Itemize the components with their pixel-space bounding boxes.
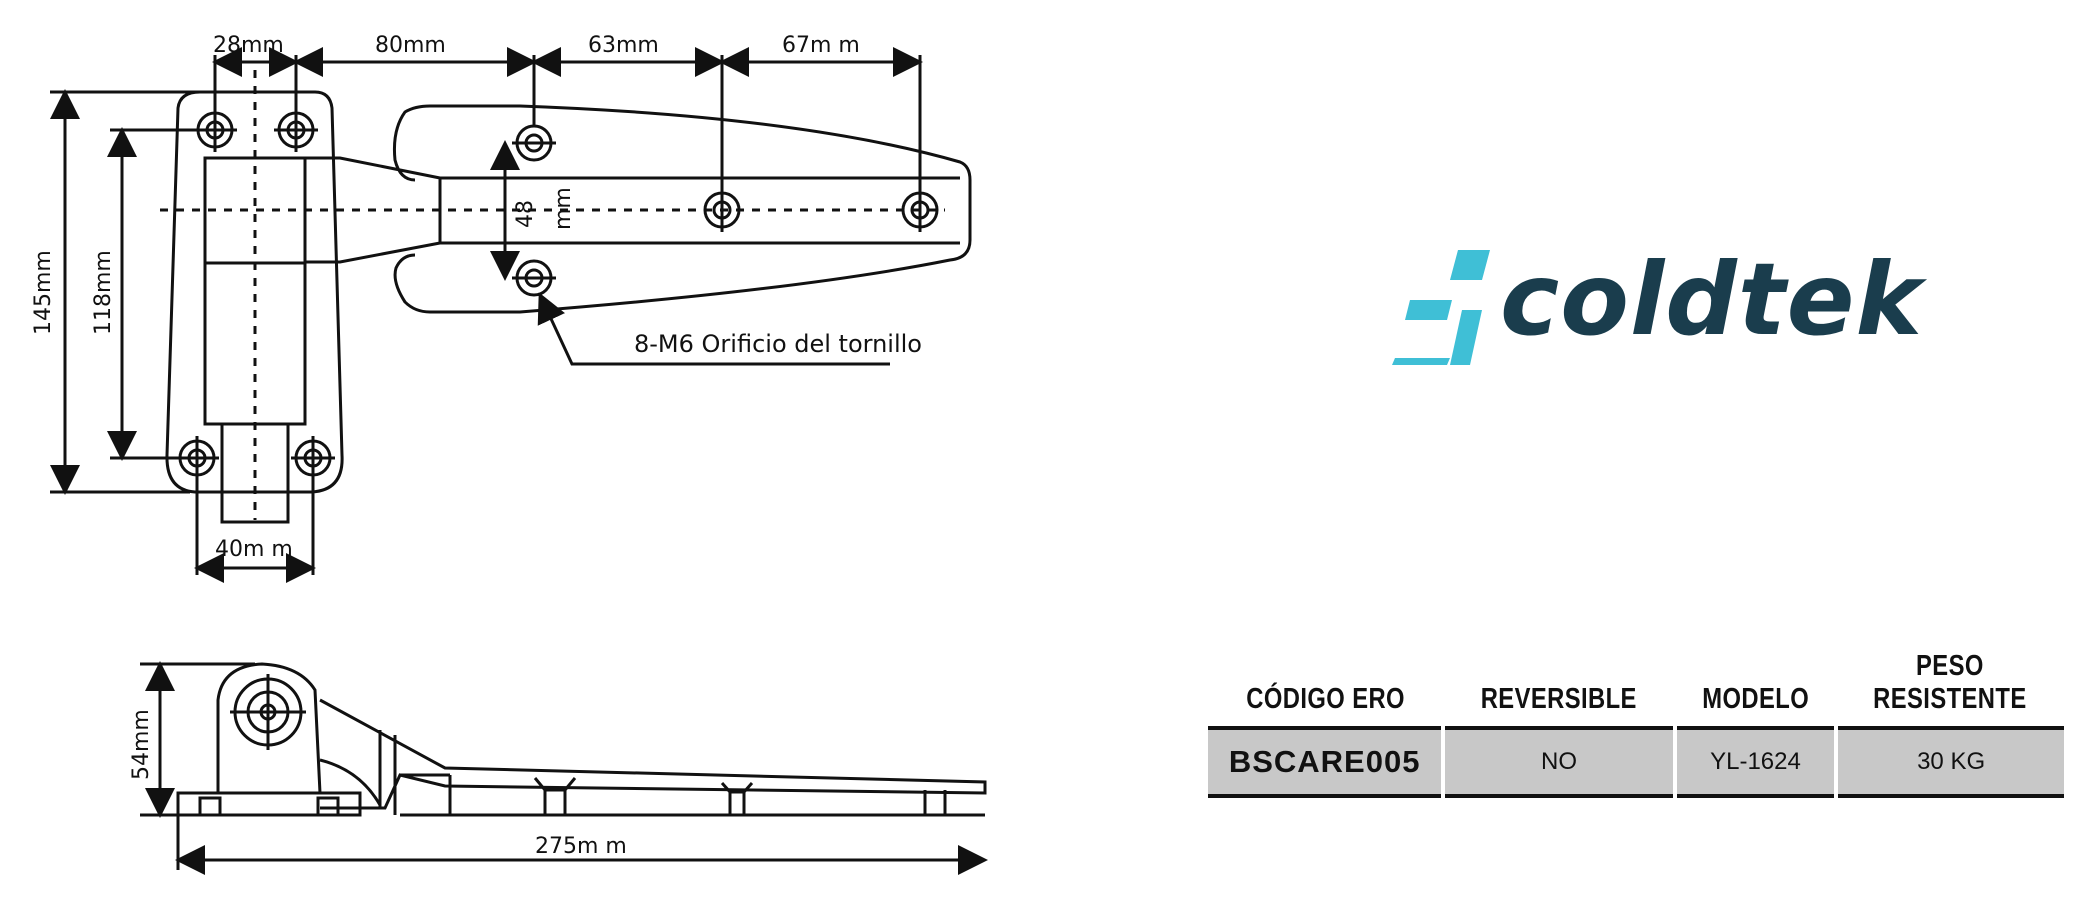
header-code: CÓDIGO ERO (1246, 683, 1405, 715)
header-weight-line1: PESO (1916, 650, 1984, 682)
header-weight-line2: RESISTENTE (1873, 683, 2027, 715)
header-reversible: REVERSIBLE (1480, 683, 1638, 715)
top-view (50, 47, 972, 583)
bolt-holes (175, 108, 939, 480)
dim-48-unit: mm (551, 187, 576, 230)
brand-wordmark: coldtek (1500, 241, 1923, 358)
cell-model: YL-1624 (1672, 728, 1837, 796)
table-row: BSCARE005 NO YL-1624 30 KG (1208, 728, 2064, 796)
dim-48-value: 48 (513, 200, 538, 228)
dim-118mm: 118mm (91, 250, 116, 335)
dim-40mm: 40m m (215, 537, 293, 562)
cell-code: BSCARE005 (1208, 728, 1444, 796)
cell-weight: 30 KG (1834, 728, 2064, 796)
coldtek-logo-icon (1392, 250, 1490, 365)
spec-table: CÓDIGO ERO REVERSIBLE MODELO PESO RESIST… (1208, 650, 2064, 798)
dim-80mm: 80mm (375, 33, 446, 58)
side-view (140, 661, 988, 875)
side-base (176, 791, 362, 817)
side-knuckle (216, 662, 322, 794)
bolt-hole-callout: 8-M6 Orificio del tornillo (634, 330, 922, 358)
dim-145mm: 145mm (31, 250, 56, 335)
dim-275mm: 275m m (535, 834, 627, 859)
dim-63mm: 63mm (588, 33, 659, 58)
dim-54mm: 54mm (129, 709, 154, 780)
header-model: MODELO (1702, 683, 1809, 715)
pin-block (203, 156, 307, 426)
spec-table-header: CÓDIGO ERO REVERSIBLE MODELO PESO RESIST… (1208, 650, 2064, 728)
dim-28mm: 28mm (213, 33, 284, 58)
header-weight: PESO RESISTENTE (1857, 650, 2044, 728)
cell-reversible: NO (1441, 728, 1675, 796)
dim-67mm: 67m m (782, 33, 860, 58)
